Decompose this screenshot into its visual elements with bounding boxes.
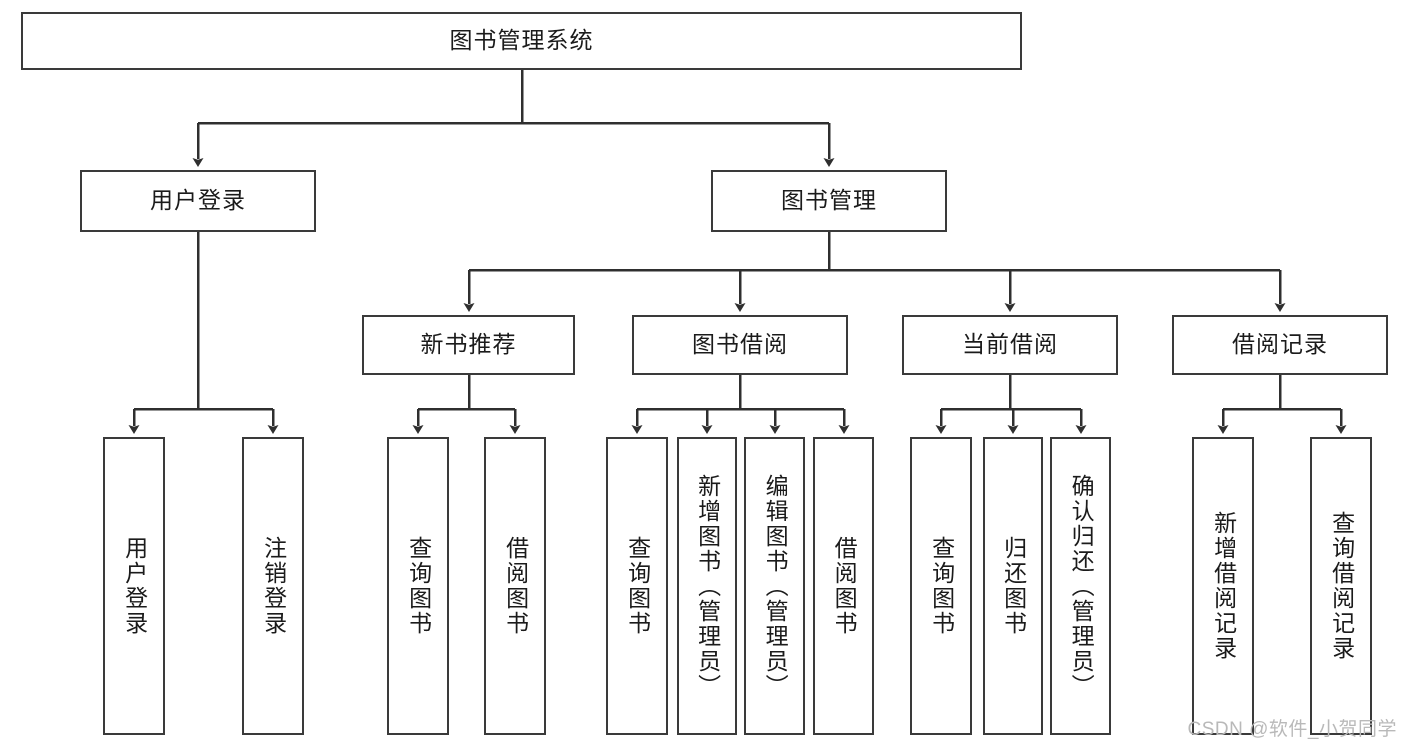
node-leaf-bor-edit[interactable]: 编辑图书（管理员） [744, 437, 805, 735]
node-label: 注销登录 [260, 536, 287, 636]
node-label: 查询借阅记录 [1328, 511, 1355, 661]
node-label: 查询图书 [928, 536, 955, 636]
node-label: 新书推荐 [420, 331, 517, 358]
node-label: 查询图书 [624, 536, 651, 636]
node-leaf-bor-query[interactable]: 查询图书 [606, 437, 668, 735]
node-label: 借阅图书 [502, 536, 529, 636]
node-leaf-user-logout[interactable]: 注销登录 [242, 437, 304, 735]
node-root[interactable]: 图书管理系统 [21, 12, 1022, 70]
node-leaf-cur-query[interactable]: 查询图书 [910, 437, 972, 735]
node-current[interactable]: 当前借阅 [902, 315, 1118, 375]
node-label: 编辑图书（管理员） [762, 473, 789, 699]
node-leaf-rec-query[interactable]: 查询借阅记录 [1310, 437, 1372, 735]
node-label: 图书管理 [781, 187, 877, 214]
node-label: 确认归还（管理员） [1068, 473, 1095, 699]
node-leaf-user-login[interactable]: 用户登录 [103, 437, 165, 735]
node-leaf-bor-add[interactable]: 新增图书（管理员） [677, 437, 737, 735]
node-label: 用户登录 [150, 187, 246, 214]
node-leaf-cur-return[interactable]: 归还图书 [983, 437, 1043, 735]
node-label: 用户登录 [121, 536, 148, 636]
node-label: 图书借阅 [692, 331, 788, 358]
node-label: 新增图书（管理员） [694, 473, 721, 699]
node-login[interactable]: 用户登录 [80, 170, 316, 232]
node-label: 归还图书 [1000, 536, 1027, 636]
node-label: 借阅图书 [831, 536, 858, 636]
node-leaf-cur-confirm[interactable]: 确认归还（管理员） [1050, 437, 1111, 735]
edge-lines [128, 70, 1347, 434]
node-label: 借阅记录 [1232, 331, 1328, 358]
node-leaf-new-query[interactable]: 查询图书 [387, 437, 449, 735]
node-label: 新增借阅记录 [1210, 511, 1237, 661]
node-bookmgmt[interactable]: 图书管理 [711, 170, 947, 232]
node-leaf-rec-add[interactable]: 新增借阅记录 [1192, 437, 1254, 735]
node-label: 当前借阅 [962, 331, 1058, 358]
node-label: 查询图书 [405, 536, 432, 636]
node-label: 图书管理系统 [449, 27, 594, 54]
node-borrow[interactable]: 图书借阅 [632, 315, 848, 375]
node-leaf-bor-lend[interactable]: 借阅图书 [813, 437, 874, 735]
node-leaf-new-borrow[interactable]: 借阅图书 [484, 437, 546, 735]
node-records[interactable]: 借阅记录 [1172, 315, 1388, 375]
node-newbook[interactable]: 新书推荐 [362, 315, 575, 375]
